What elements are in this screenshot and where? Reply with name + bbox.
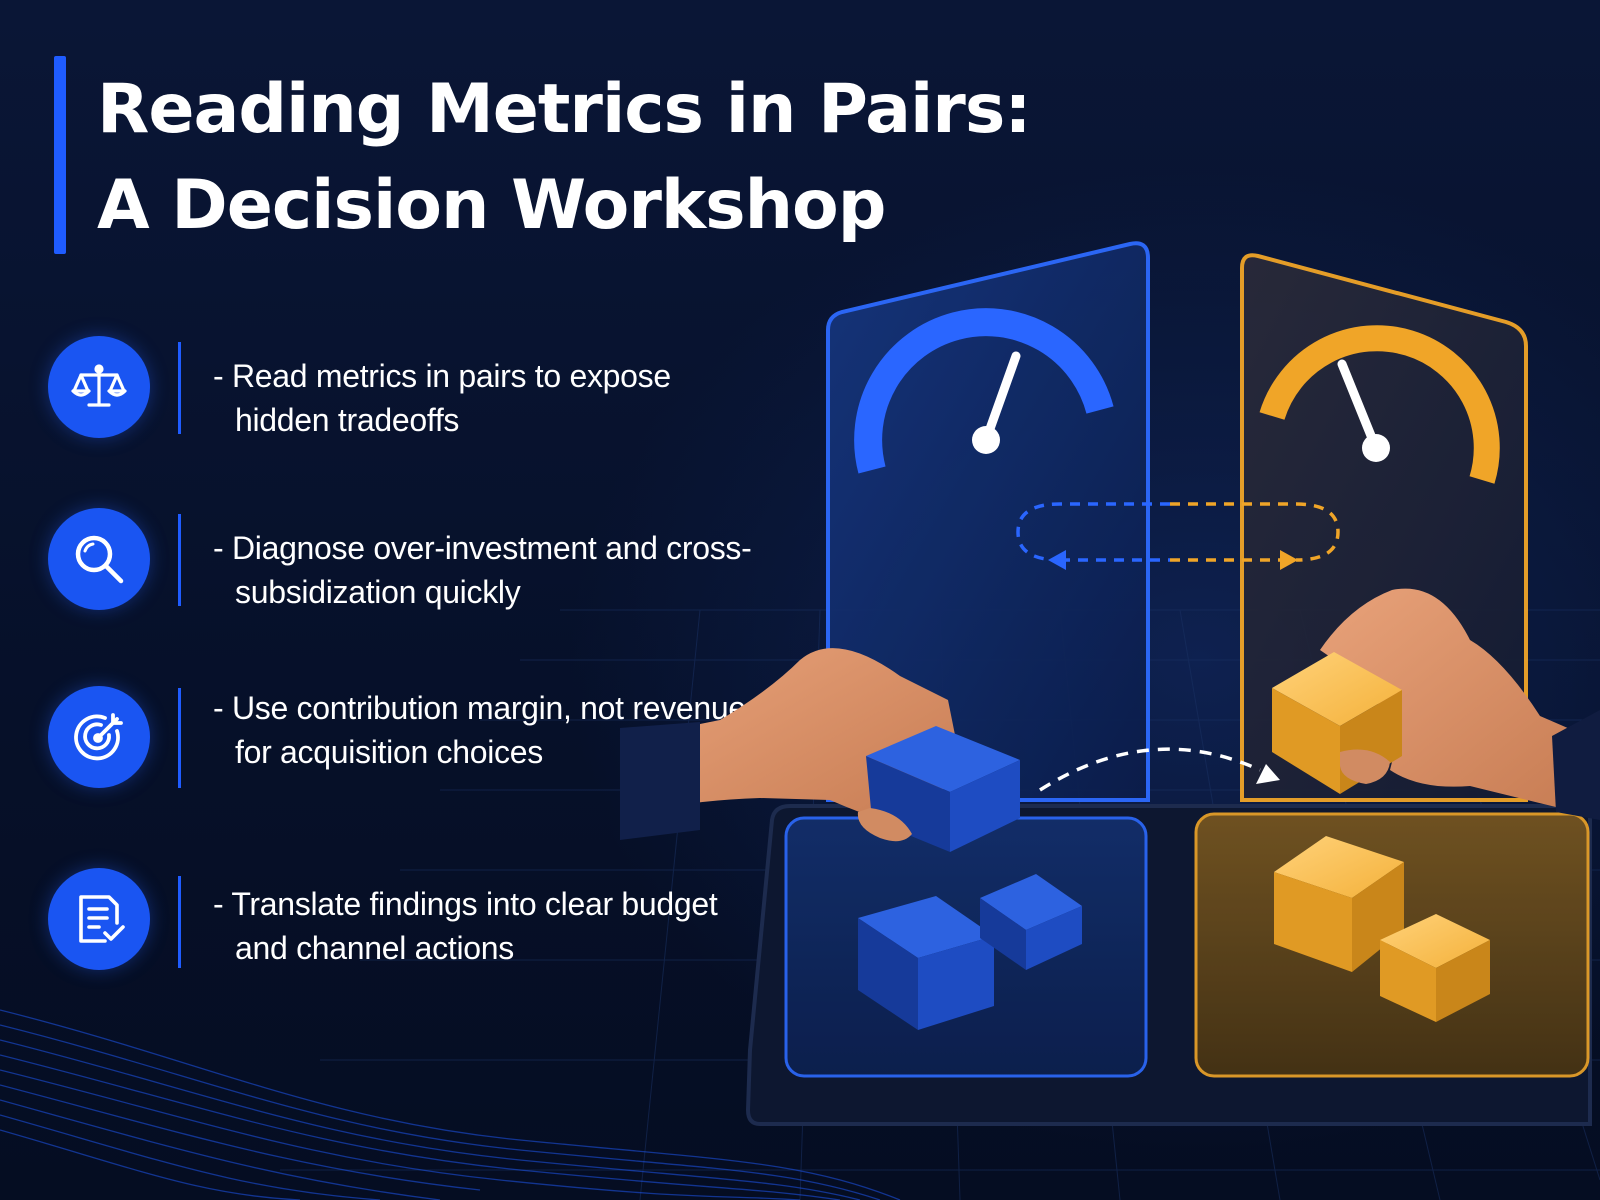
gold-cubes bbox=[1274, 836, 1490, 1022]
bullet-text: - Read metrics in pairs to expose hidden… bbox=[213, 358, 671, 438]
bullet-text: - Translate findings into clear budget a… bbox=[213, 886, 718, 966]
blue-metric-panel bbox=[826, 241, 1150, 802]
bullet-text: - Diagnose over-investment and cross-sub… bbox=[213, 530, 752, 610]
transfer-arrow bbox=[1039, 747, 1261, 792]
page-title-line-2: A Decision Workshop bbox=[97, 166, 886, 245]
search-icon bbox=[48, 508, 150, 610]
exchange-arrows bbox=[1016, 502, 1340, 562]
bullet-divider bbox=[178, 876, 181, 968]
bullet-divider bbox=[178, 342, 181, 434]
bullet-divider bbox=[178, 514, 181, 606]
bullet-text: - Use contribution margin, not revenue, … bbox=[213, 690, 755, 770]
blue-cubes bbox=[858, 874, 1082, 1030]
checklist-icon bbox=[48, 868, 150, 970]
bullet-divider bbox=[178, 688, 181, 788]
target-icon bbox=[48, 686, 150, 788]
page-title: Reading Metrics in Pairs: A Decision Wor… bbox=[97, 62, 1097, 254]
scale-icon bbox=[48, 336, 150, 438]
right-hand bbox=[1272, 588, 1600, 820]
page-title-line-1: Reading Metrics in Pairs: bbox=[97, 70, 1032, 149]
left-hand bbox=[620, 648, 1020, 852]
title-accent-bar bbox=[54, 56, 66, 254]
